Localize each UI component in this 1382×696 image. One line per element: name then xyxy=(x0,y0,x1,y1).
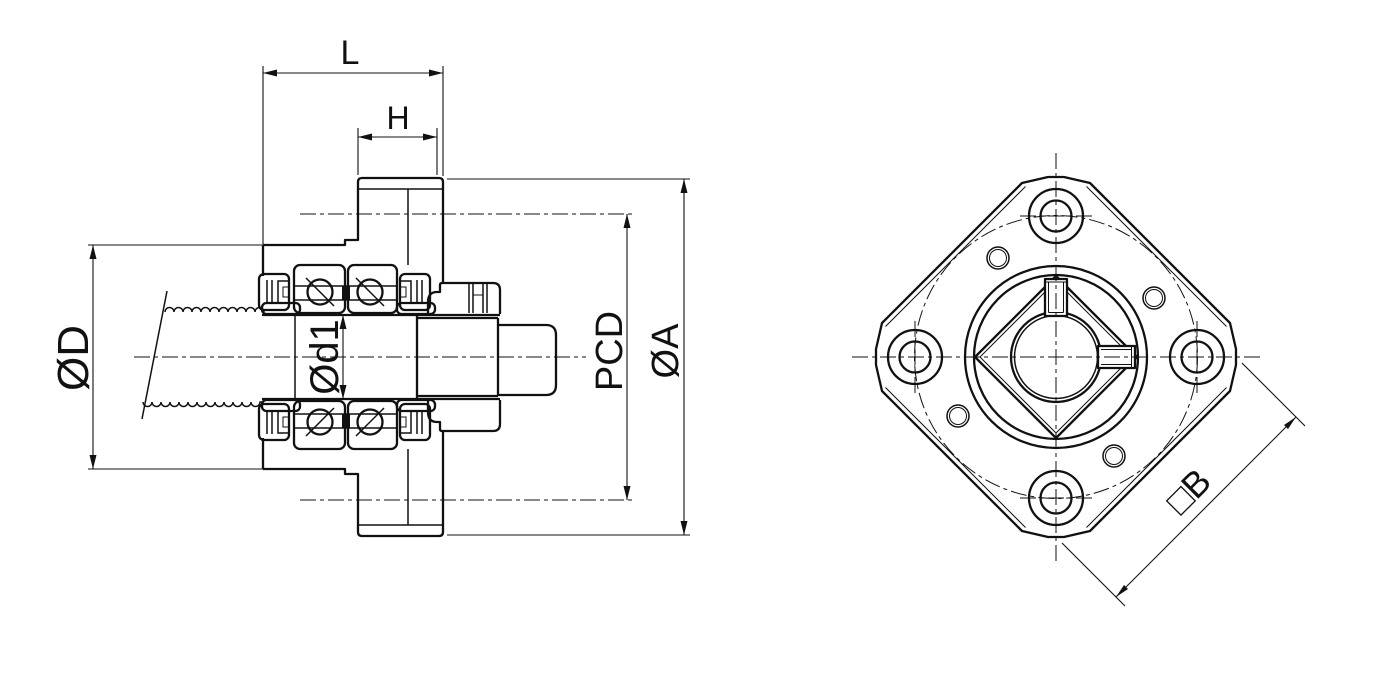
flange-edge-chamfers xyxy=(885,186,1227,528)
thread-line-bottom xyxy=(142,401,263,408)
flange-outline xyxy=(874,175,1238,539)
label-flange-outer-diameter: ØA xyxy=(645,323,687,379)
dimension-PCD: PCD xyxy=(589,214,631,500)
hole-centerline-ticks xyxy=(914,215,1198,499)
set-screw xyxy=(468,283,488,313)
thread-line-top xyxy=(164,306,265,313)
dimension-L: L xyxy=(262,34,444,244)
internals-bottom xyxy=(257,398,502,451)
shaft xyxy=(262,313,558,401)
label-flange-offset: H xyxy=(386,100,409,136)
screw-shaft xyxy=(141,290,265,420)
flange-lug-bottom-detail xyxy=(358,449,443,526)
front-view xyxy=(852,153,1262,563)
side-view xyxy=(134,176,634,538)
label-flange-square-width: □B xyxy=(1157,460,1218,521)
housing xyxy=(261,176,445,538)
break-line xyxy=(141,290,168,420)
internals-top xyxy=(257,263,502,316)
dimension-B: □B xyxy=(1061,362,1306,607)
label-housing-diameter: ØD xyxy=(49,325,98,391)
flange-lug-top-detail xyxy=(358,188,443,265)
small-holes xyxy=(946,246,1166,468)
dimension-OA: ØA xyxy=(447,178,690,536)
label-shaft-diameter: Ød1 xyxy=(303,319,347,395)
dimension-H: H xyxy=(357,100,438,175)
label-bolt-circle-diameter: PCD xyxy=(589,311,631,391)
dimension-Od1: Ød1 xyxy=(303,315,347,399)
dimension-OD: ØD xyxy=(49,244,263,470)
shaft-end xyxy=(498,323,558,397)
label-overall-length: L xyxy=(341,34,360,72)
